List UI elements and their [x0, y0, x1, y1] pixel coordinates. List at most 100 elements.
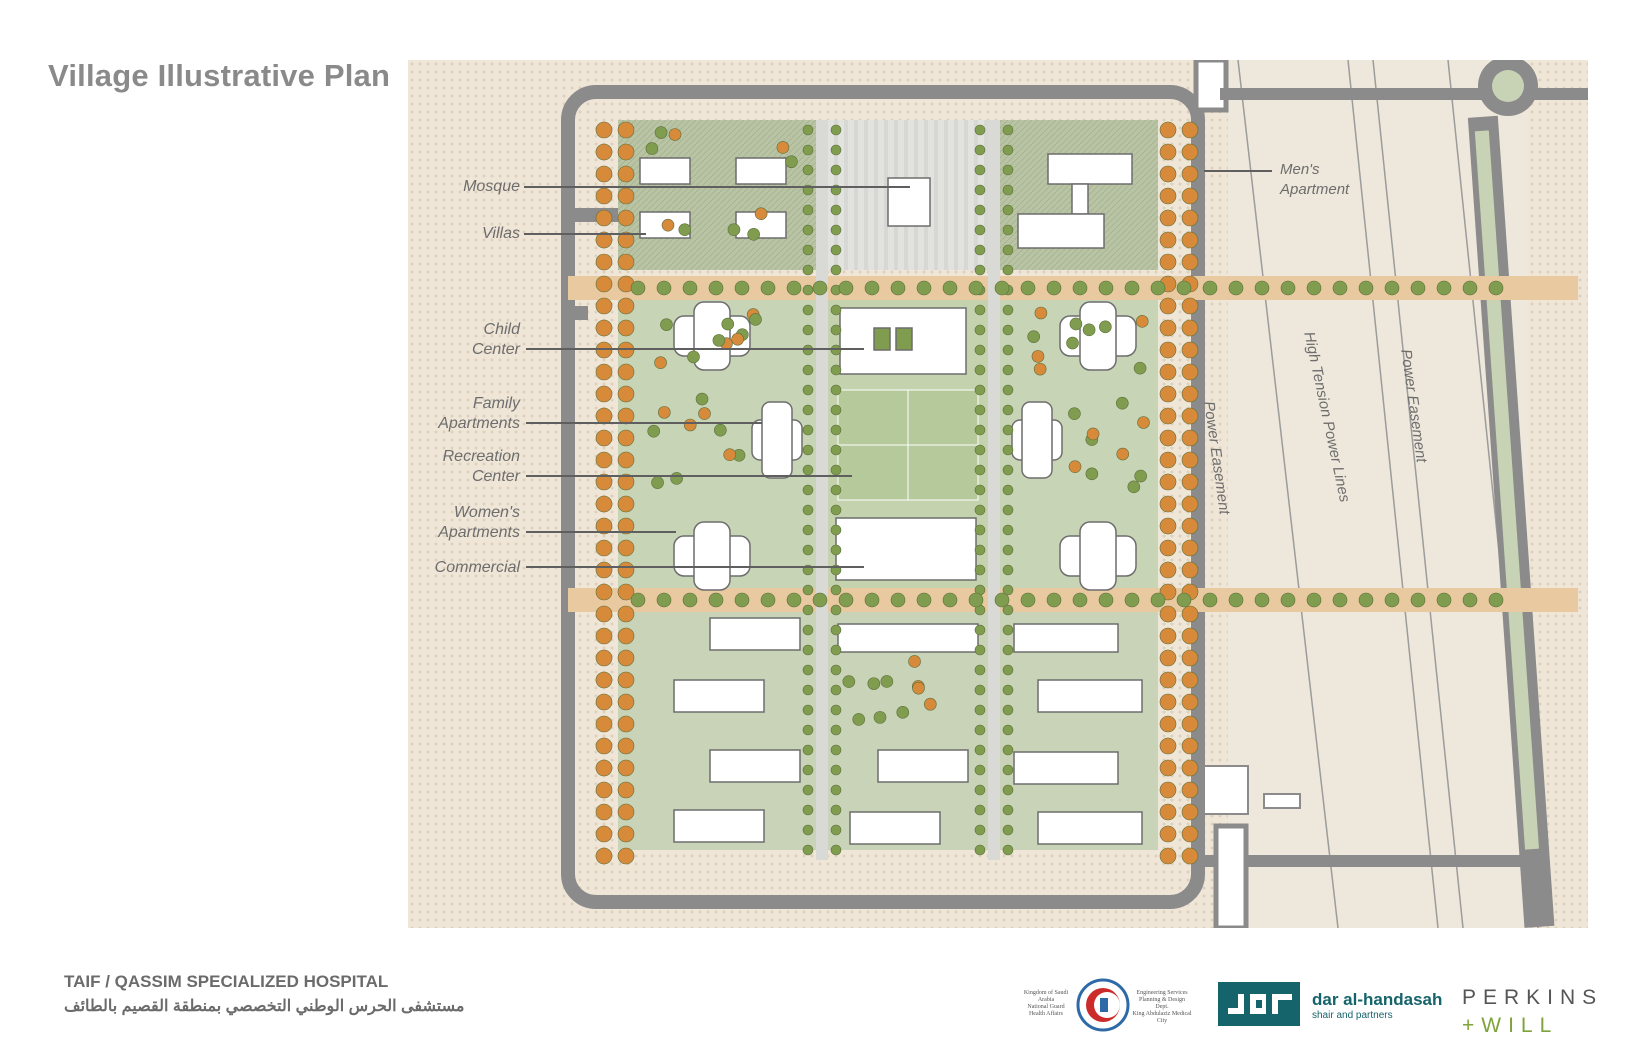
tree	[595, 583, 613, 601]
label-child-center-line2: Center	[471, 341, 520, 358]
tree	[595, 231, 613, 249]
tree	[617, 121, 635, 139]
tree	[802, 164, 814, 176]
gate-building	[1203, 765, 1249, 815]
tree	[1002, 384, 1014, 396]
tree	[802, 844, 814, 856]
tree	[830, 524, 842, 536]
tree	[617, 825, 635, 843]
tree	[994, 280, 1010, 296]
tree	[1181, 341, 1199, 359]
tree	[1002, 664, 1014, 676]
tree	[830, 824, 842, 836]
tree	[1002, 784, 1014, 796]
tree	[802, 224, 814, 236]
tree	[830, 444, 842, 456]
tree	[1031, 350, 1045, 363]
tree	[968, 280, 984, 296]
leader-villas	[524, 233, 646, 235]
ng-right-line2: Planning & Design Dept.	[1139, 997, 1185, 1010]
tree	[1002, 224, 1014, 236]
label-family-apartments-line2: Apartments	[438, 415, 520, 432]
tree	[1181, 693, 1199, 711]
tree	[1159, 363, 1177, 381]
tree	[776, 141, 790, 154]
tree	[842, 675, 856, 688]
tree	[830, 604, 842, 616]
tree	[830, 484, 842, 496]
tree	[1410, 592, 1426, 608]
tree	[617, 561, 635, 579]
dar-subtitle: shair and partners	[1312, 1010, 1393, 1021]
tree	[830, 264, 842, 276]
tree	[1002, 604, 1014, 616]
tree	[974, 664, 986, 676]
buildings	[639, 153, 1143, 845]
tree	[1159, 451, 1177, 469]
tree	[830, 664, 842, 676]
apartment	[1013, 623, 1119, 653]
tree	[1099, 320, 1112, 334]
tree	[1159, 407, 1177, 425]
tree	[1436, 280, 1452, 296]
tree	[1181, 363, 1199, 381]
tree	[1159, 561, 1177, 579]
tree	[1002, 564, 1014, 576]
tree	[830, 744, 842, 756]
tree	[645, 142, 659, 155]
tree	[1181, 671, 1199, 689]
tree	[974, 204, 986, 216]
tree	[1280, 280, 1296, 296]
tree	[1159, 649, 1177, 667]
apartment	[837, 623, 979, 653]
tree	[1002, 764, 1014, 776]
tree	[698, 407, 711, 420]
perkins-will-logo: PERKINS +WILL	[1462, 984, 1603, 1040]
tree	[1159, 297, 1177, 315]
tree	[974, 524, 986, 536]
tree	[617, 693, 635, 711]
tree	[1181, 781, 1199, 799]
tree	[974, 484, 986, 496]
tree	[617, 341, 635, 359]
pw-line2: +WILL	[1462, 1014, 1559, 1037]
tree	[1124, 280, 1140, 296]
tree	[974, 364, 986, 376]
tree	[708, 592, 724, 608]
national-guard-emblem-icon	[1076, 978, 1130, 1032]
tree	[802, 424, 814, 436]
tree	[974, 804, 986, 816]
tree	[1181, 803, 1199, 821]
tree	[1002, 364, 1014, 376]
tree	[830, 464, 842, 476]
tree	[1181, 209, 1199, 227]
tree	[630, 592, 646, 608]
tree	[830, 344, 842, 356]
tree	[1159, 319, 1177, 337]
tree	[1002, 264, 1014, 276]
tree	[1002, 484, 1014, 496]
tree	[1002, 844, 1014, 856]
tree	[830, 164, 842, 176]
tree	[802, 524, 814, 536]
tree	[654, 356, 667, 370]
tree	[802, 144, 814, 156]
tree	[974, 384, 986, 396]
tree	[974, 444, 986, 456]
tree	[617, 495, 635, 513]
tree	[1306, 592, 1322, 608]
label-womens-apartments-line2: Apartments	[438, 524, 520, 541]
tree	[1488, 280, 1504, 296]
tree	[617, 583, 635, 601]
dar-name: dar al-handasah	[1312, 990, 1443, 1009]
tree	[908, 655, 921, 668]
tree	[1002, 684, 1014, 696]
tree	[912, 681, 925, 695]
tree	[734, 280, 750, 296]
ng-left-line2: National Guard	[1027, 1004, 1065, 1010]
tree	[731, 332, 744, 346]
apartment	[709, 617, 801, 651]
tree	[802, 584, 814, 596]
trees	[595, 121, 1504, 865]
tree	[656, 592, 672, 608]
